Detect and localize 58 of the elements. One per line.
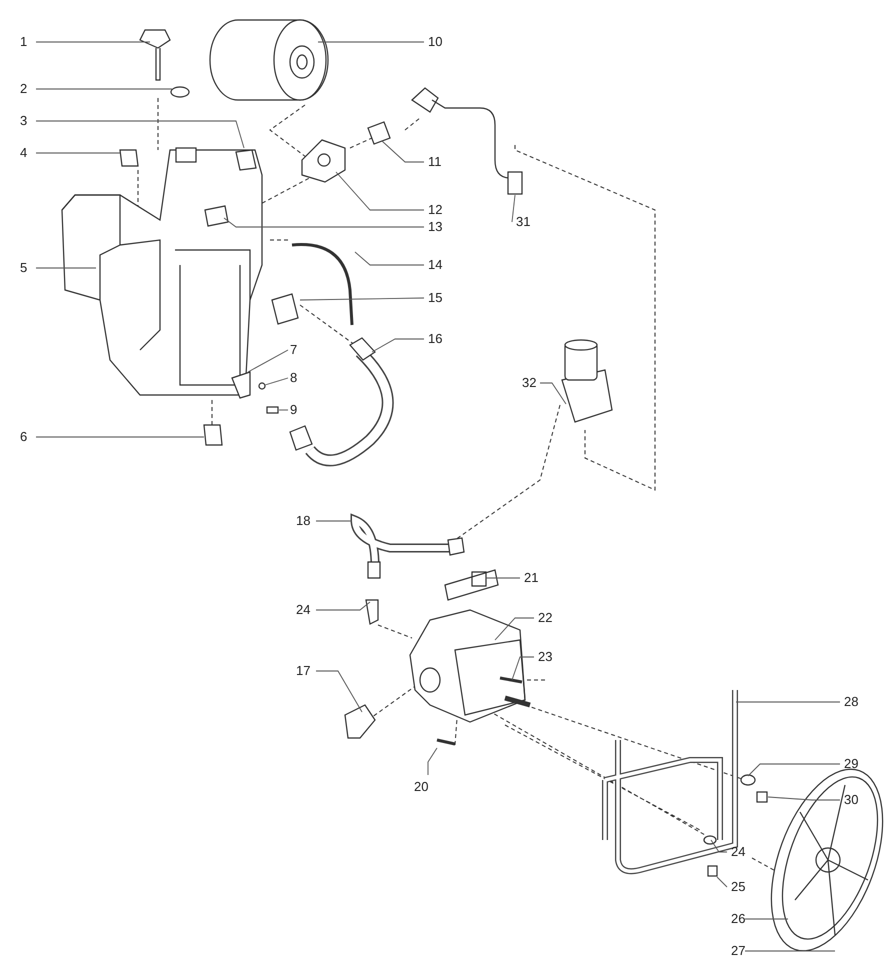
leader-line bbox=[354, 252, 424, 266]
callout-number: 13 bbox=[428, 219, 442, 235]
leader-line bbox=[744, 950, 836, 952]
callout-number: 21 bbox=[524, 570, 538, 586]
callout-number: 18 bbox=[296, 513, 310, 529]
leader-line bbox=[316, 602, 370, 610]
leader-line bbox=[512, 656, 534, 680]
leader-line bbox=[36, 120, 244, 148]
callout-number: 31 bbox=[516, 214, 530, 230]
leader-line bbox=[716, 876, 728, 888]
callout-number: 24 bbox=[296, 602, 310, 618]
callout-number: 23 bbox=[538, 649, 552, 665]
callout-number: 14 bbox=[428, 257, 442, 273]
leader-line bbox=[36, 436, 204, 438]
callout-number: 29 bbox=[844, 756, 858, 772]
callout-number: 17 bbox=[296, 663, 310, 679]
callout-number: 9 bbox=[290, 402, 298, 418]
callout-number: 3 bbox=[20, 113, 28, 129]
leader-line bbox=[768, 796, 840, 800]
callout-number: 27 bbox=[731, 943, 746, 959]
callout-number: 5 bbox=[20, 260, 28, 276]
callout-number: 1 bbox=[20, 34, 28, 50]
leader-line bbox=[224, 218, 424, 228]
callout-number: 24 bbox=[731, 844, 746, 860]
leader-line bbox=[36, 88, 172, 90]
leader-line bbox=[710, 840, 728, 852]
callout-number: 7 bbox=[290, 342, 298, 358]
callout-number: 15 bbox=[428, 290, 442, 306]
callout-number: 6 bbox=[20, 429, 28, 445]
callout-number: 28 bbox=[844, 694, 858, 710]
leader-line bbox=[316, 520, 352, 522]
leader-line bbox=[428, 748, 438, 776]
callout-number: 4 bbox=[20, 145, 28, 161]
leader-line bbox=[744, 918, 788, 920]
leader-line bbox=[540, 382, 566, 404]
callout-number: 26 bbox=[731, 911, 746, 927]
callout-number: 22 bbox=[538, 610, 552, 626]
callout-number: 16 bbox=[428, 331, 442, 347]
leader-line bbox=[300, 298, 424, 300]
leader-line bbox=[316, 670, 362, 712]
leader-line bbox=[36, 152, 120, 154]
leader-line bbox=[264, 378, 288, 386]
callout-number: 30 bbox=[844, 792, 858, 808]
callout-number: 25 bbox=[731, 879, 746, 895]
leader-line bbox=[248, 350, 288, 372]
leader-line bbox=[494, 618, 534, 640]
leader-line bbox=[336, 172, 424, 210]
leader-line bbox=[382, 140, 424, 162]
callout-number: 2 bbox=[20, 81, 28, 97]
leader-line bbox=[512, 194, 516, 222]
callout-number: 32 bbox=[522, 375, 536, 391]
callout-number: 20 bbox=[414, 779, 428, 795]
callout-number: 11 bbox=[428, 154, 442, 170]
callout-number: 8 bbox=[290, 370, 298, 386]
leader-line bbox=[372, 338, 424, 352]
callout-number: 12 bbox=[428, 202, 442, 218]
leader-line bbox=[748, 764, 840, 776]
callout-number: 10 bbox=[428, 34, 442, 50]
